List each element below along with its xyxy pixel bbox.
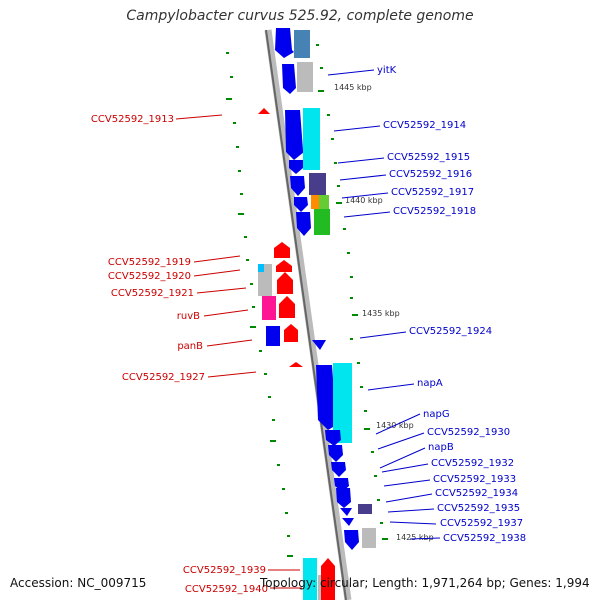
gene-arrow: [321, 558, 335, 600]
gene-label: CCV52592_1919: [108, 257, 191, 268]
gene-label: CCV52592_1920: [108, 271, 191, 282]
gene-label: CCV52592_1918: [393, 206, 476, 217]
accession-text: Accession: NC_009715: [10, 576, 147, 590]
gene-arrow: [342, 518, 354, 526]
gene-block: [314, 209, 330, 235]
gene-label: CCV52592_1924: [409, 326, 492, 337]
topology-text: Topology: circular; Length: 1,971,264 bp…: [260, 576, 590, 590]
gene-arrow: [294, 197, 308, 212]
gene-label: CCV52592_1938: [443, 533, 526, 544]
gene-block: [258, 272, 272, 296]
gene-block: [358, 504, 372, 514]
gene-label: CCV52592_1934: [435, 488, 518, 499]
gene-block: [297, 62, 313, 92]
gene-arrow: [276, 260, 292, 272]
gene-label: CCV52592_1939: [183, 565, 266, 576]
gene-label: CCV52592_1940: [185, 584, 268, 595]
gene-block: [258, 264, 264, 272]
gene-arrow: [258, 108, 270, 114]
gene-block: [311, 195, 319, 209]
left-strand-genes: [258, 108, 335, 600]
gene-arrow: [289, 362, 303, 367]
gene-block: [303, 108, 320, 170]
scale-label: 1445 kbp: [334, 83, 372, 92]
gene-arrow: [285, 110, 304, 160]
backbone: [264, 29, 352, 600]
gene-label: napA: [417, 378, 443, 389]
gene-block: [264, 264, 272, 272]
gene-label: panB: [177, 341, 203, 352]
scale-ticks: [226, 44, 388, 557]
scale-label: 1440 kbp: [345, 196, 383, 205]
gene-label: CCV52592_1915: [387, 152, 470, 163]
gene-arrow: [284, 324, 298, 342]
gene-arrow: [282, 64, 296, 94]
gene-label: CCV52592_1914: [383, 120, 466, 131]
gene-arrow: [279, 296, 295, 318]
gene-arrow: [274, 242, 290, 258]
gene-label: yitK: [377, 65, 397, 76]
gene-label: ruvB: [177, 311, 200, 322]
gene-arrow: [289, 160, 303, 174]
scale-label: 1425 kbp: [396, 533, 434, 542]
gene-block: [303, 558, 317, 600]
gene-block: [362, 528, 376, 548]
gene-label: CCV52592_1921: [111, 288, 194, 299]
gene-arrow: [312, 340, 326, 350]
right-strand-genes: [275, 28, 376, 600]
gene-block: [309, 173, 326, 195]
gene-label: CCV52592_1932: [431, 458, 514, 469]
gene-label: napG: [423, 409, 450, 420]
gene-arrow: [328, 445, 343, 462]
map-title: Campylobacter curvus 525.92, complete ge…: [126, 8, 474, 24]
gene-label: CCV52592_1916: [389, 169, 472, 180]
gene-block: [294, 30, 310, 58]
gene-label: CCV52592_1937: [440, 518, 523, 529]
right-labels: yitK CCV52592_1914 CCV52592_1915 CCV5259…: [327, 65, 526, 544]
gene-arrow: [325, 430, 341, 446]
gene-label: CCV52592_1917: [391, 187, 474, 198]
gene-arrow: [336, 488, 351, 508]
gene-label: CCV52592_1935: [437, 503, 520, 514]
scale-label: 1435 kbp: [362, 309, 400, 318]
gene-arrow: [340, 508, 352, 516]
gene-block: [319, 195, 329, 209]
gene-arrow: [316, 365, 338, 430]
gene-arrow: [344, 530, 359, 550]
gene-arrow: [277, 272, 293, 294]
gene-arrow: [275, 28, 294, 58]
gene-arrow: [296, 212, 311, 236]
gene-arrow: [290, 176, 305, 196]
gene-block: [266, 326, 280, 346]
gene-block: [333, 363, 352, 443]
gene-block: [262, 296, 276, 320]
gene-label: CCV52592_1930: [427, 427, 510, 438]
gene-label: napB: [428, 442, 454, 453]
gene-label: CCV52592_1933: [433, 474, 516, 485]
left-labels: CCV52592_1913 CCV52592_1919 CCV52592_192…: [91, 114, 302, 595]
gene-arrow: [331, 462, 346, 477]
gene-label: CCV52592_1927: [122, 372, 205, 383]
gene-label: CCV52592_1913: [91, 114, 174, 125]
